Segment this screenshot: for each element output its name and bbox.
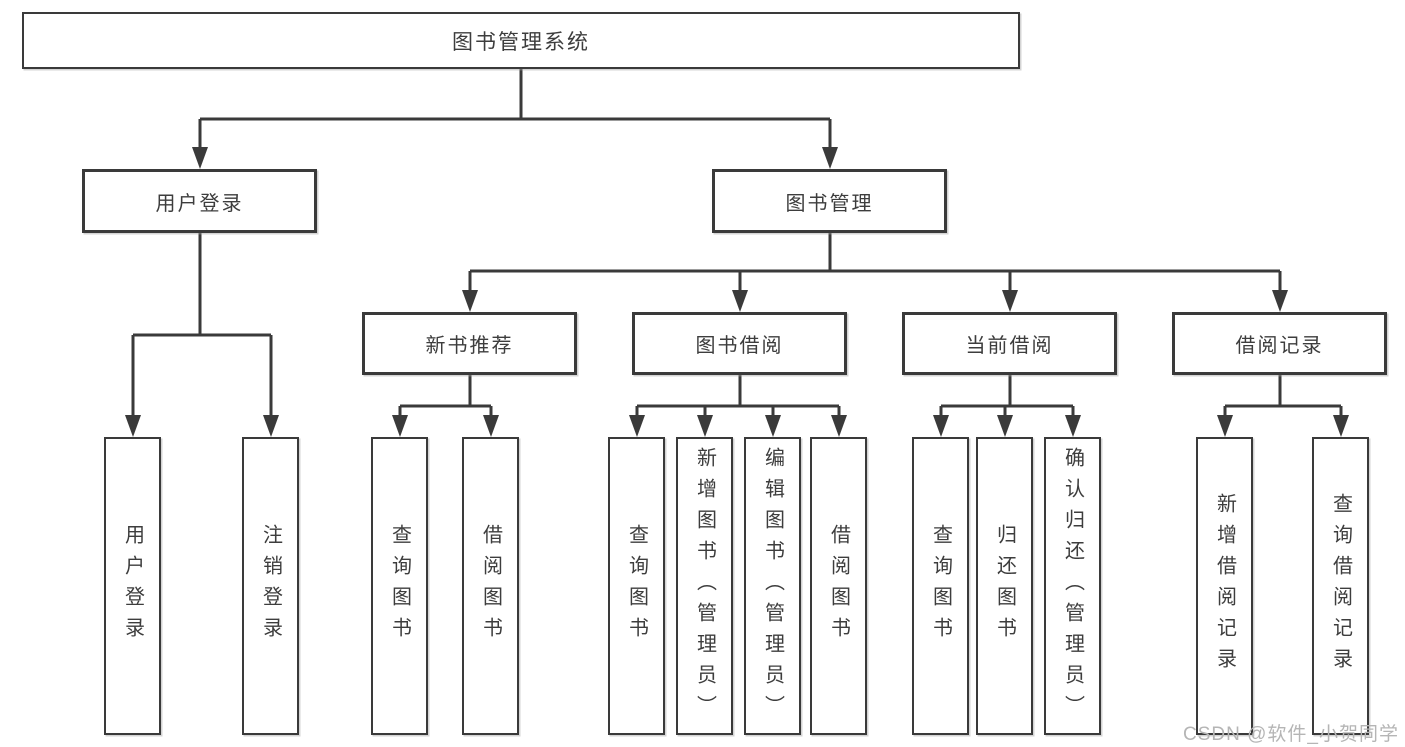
leaf-label: 确认归还（管理员） <box>1061 446 1084 726</box>
leaf-node-borrow-books-recommend: 借阅图书 <box>462 437 519 735</box>
leaf-label: 借阅图书 <box>827 524 850 648</box>
arrowhead-icon <box>765 415 781 437</box>
leaf-node-borrow-books: 借阅图书 <box>810 437 867 735</box>
leaf-node-add-borrow-record: 新增借阅记录 <box>1196 437 1253 735</box>
leaf-node-logout: 注销登录 <box>242 437 299 735</box>
leaf-node-query-books-borrow: 查询图书 <box>608 437 665 735</box>
leaf-label: 查询图书 <box>625 524 648 648</box>
arrowhead-icon <box>1002 290 1018 312</box>
arrowhead-icon <box>697 415 713 437</box>
arrowhead-icon <box>831 415 847 437</box>
node-label: 借阅记录 <box>1235 335 1324 357</box>
leaf-label: 归还图书 <box>993 524 1016 648</box>
leaf-node-confirm-return-admin: 确认归还（管理员） <box>1044 437 1101 735</box>
node-label: 新书推荐 <box>425 335 514 357</box>
arrowhead-icon <box>822 147 838 169</box>
leaf-node-add-books-admin: 新增图书（管理员） <box>676 437 733 735</box>
leaf-label: 借阅图书 <box>479 524 502 648</box>
arrowhead-icon <box>629 415 645 437</box>
watermark: CSDN @软件_小贺同学 <box>1183 724 1399 745</box>
leaf-label: 新增借阅记录 <box>1213 493 1236 679</box>
leaf-node-return-books: 归还图书 <box>976 437 1033 735</box>
leaf-label: 编辑图书（管理员） <box>761 446 784 726</box>
leaf-node-edit-books-admin: 编辑图书（管理员） <box>744 437 801 735</box>
node-borrowing-records: 借阅记录 <box>1172 312 1387 375</box>
leaf-label: 查询图书 <box>388 524 411 648</box>
node-current-borrowing: 当前借阅 <box>902 312 1117 375</box>
arrowhead-icon <box>1333 415 1349 437</box>
node-book-management: 图书管理 <box>712 169 947 233</box>
leaf-label: 新增图书（管理员） <box>693 446 716 726</box>
node-new-book-recommendation: 新书推荐 <box>362 312 577 375</box>
leaf-node-query-books-current: 查询图书 <box>912 437 969 735</box>
arrowhead-icon <box>732 290 748 312</box>
node-book-borrowing: 图书借阅 <box>632 312 847 375</box>
leaf-label: 用户登录 <box>121 524 144 648</box>
connector-path <box>131 69 1343 418</box>
arrowhead-icon <box>192 147 208 169</box>
arrowhead-icon <box>1065 415 1081 437</box>
arrowhead-icon <box>933 415 949 437</box>
arrowhead-icon <box>483 415 499 437</box>
arrowhead-icon <box>125 415 141 437</box>
node-label: 当前借阅 <box>965 335 1054 357</box>
arrowhead-icon <box>1272 290 1288 312</box>
arrowhead-icon <box>392 415 408 437</box>
arrowhead-icon <box>997 415 1013 437</box>
arrowhead-icon <box>462 290 478 312</box>
leaf-node-query-borrow-record: 查询借阅记录 <box>1312 437 1369 735</box>
leaf-label: 查询图书 <box>929 524 952 648</box>
leaf-node-query-books-recommend: 查询图书 <box>371 437 428 735</box>
node-user-login: 用户登录 <box>82 169 317 233</box>
leaf-label: 注销登录 <box>259 524 282 648</box>
node-label: 用户登录 <box>155 192 244 215</box>
arrowhead-icon <box>263 415 279 437</box>
node-label: 图书借阅 <box>695 335 784 357</box>
node-root: 图书管理系统 <box>22 12 1020 69</box>
node-label: 图书管理 <box>785 192 874 215</box>
leaf-node-user-login: 用户登录 <box>104 437 161 735</box>
arrowhead-icon <box>1217 415 1233 437</box>
node-root-label: 图书管理系统 <box>452 30 590 54</box>
arrowheads <box>125 147 1349 437</box>
leaf-label: 查询借阅记录 <box>1329 493 1352 679</box>
